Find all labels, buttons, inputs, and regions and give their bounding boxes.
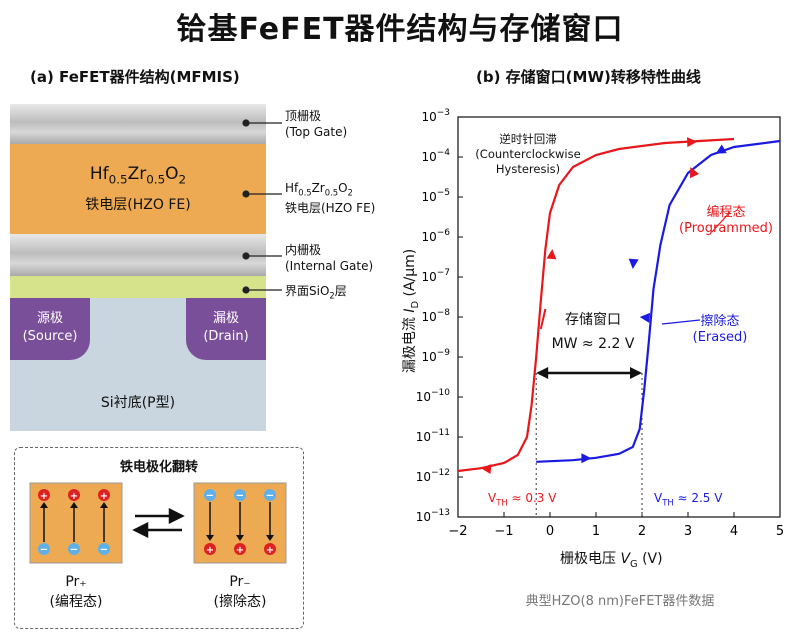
x-tick-label: 5 [776, 524, 784, 539]
erased-callout-line [661, 319, 701, 325]
mw-title: 存储窗口 [565, 312, 621, 328]
svg-text:+: + [266, 545, 274, 556]
fe-layer-label: 铁电层(HZO FE) [85, 197, 191, 213]
arrow-head [715, 144, 727, 154]
arrow-head [481, 464, 492, 475]
x-tick-label: 3 [684, 524, 692, 539]
pr-minus-caption: Pr₋ (擦除态) [213, 574, 267, 610]
top-gate-layer [10, 104, 266, 144]
si-substrate: Si衬底(P型) [10, 298, 266, 431]
sio2-layer [10, 276, 266, 298]
programmed-curve [457, 137, 735, 473]
erased-callout-arrow [639, 312, 651, 323]
source-label: 源极 [36, 311, 63, 326]
top-gate-callout: 顶栅极(Top Gate) [285, 109, 348, 139]
hysteresis-note: 逆时针回滞 (Counterclockwise Hysteresis) [475, 132, 581, 176]
fe-layer: Hf0.5Zr0.5O2 铁电层(HZO FE) [10, 144, 266, 234]
programmed-arrow-left [481, 464, 492, 475]
svg-text:−: − [40, 545, 48, 556]
svg-text:−: − [206, 491, 214, 502]
vth-erased-label: VTH ≈ 2.5 V [654, 491, 723, 508]
y-tick-label: 10−4 [421, 148, 450, 164]
polarization-box [14, 447, 304, 629]
y-tick-label: 10−8 [421, 308, 450, 324]
arrow-head [689, 167, 700, 179]
y-tick-label: 10−7 [421, 268, 450, 284]
mw-value: MW ≈ 2.2 V [551, 336, 635, 352]
arrow-head [639, 312, 651, 323]
svg-text:+: + [206, 545, 214, 556]
source-region: 源极 (Source) [10, 298, 90, 360]
programmed-callout-arrow [689, 167, 700, 179]
x-tick-label: 4 [730, 524, 738, 539]
programmed-label: 编程态 (Programmed) [679, 205, 773, 236]
y-tick-label: 10−6 [421, 228, 450, 244]
x-tick-label: −1 [494, 524, 513, 539]
programmed-arrow-right [687, 137, 698, 148]
switch-arrows-icon [132, 507, 185, 539]
mw-arrow-left [536, 367, 549, 379]
source-label-en: (Source) [22, 329, 78, 344]
y-tick-label: 10−5 [421, 188, 450, 204]
panel-b-title: (b) 存储窗口(MW)转移特性曲线 [476, 68, 701, 86]
erased-arrow-top [715, 144, 727, 154]
pr-minus-dipoles: − + − + − + [204, 489, 276, 556]
x-tick-label: 1 [592, 524, 600, 539]
pr-plus-dipoles: + − + − + − [38, 489, 110, 556]
erased-arrow-down [628, 258, 639, 269]
svg-text:−: − [70, 545, 78, 556]
y-tick-label: 10−3 [421, 108, 450, 124]
arrow-head [628, 258, 639, 269]
arrow-head [687, 137, 698, 148]
arrow-head [581, 453, 592, 464]
fe-formula: Hf0.5Zr0.5O2 [89, 164, 187, 187]
y-tick-label: 10−13 [416, 508, 450, 524]
erased-curve [536, 139, 781, 463]
vth-programmed-label: VTH ≈ 0.3 V [488, 491, 557, 508]
svg-text:−: − [100, 545, 108, 556]
fe-callout: Hf0.5Zr0.5O2 铁电层(HZO FE) [285, 181, 376, 216]
svg-text:−: − [266, 491, 274, 502]
svg-text:+: + [70, 491, 78, 502]
svg-text:−: − [236, 491, 244, 502]
drain-label-en: (Drain) [203, 329, 249, 344]
programmed-arrow-up [546, 249, 557, 260]
x-tick-label: −2 [448, 524, 467, 539]
arrow-head [546, 249, 557, 260]
chart-caption: 典型HZO(8 nm)FeFET器件数据 [525, 594, 715, 609]
y-tick-label: 10−12 [416, 468, 450, 484]
substrate-label: Si衬底(P型) [100, 395, 176, 411]
x-axis-label: 栅极电压 VG (V) [560, 551, 663, 570]
svg-text:+: + [40, 491, 48, 502]
y-tick-label: 10−9 [421, 348, 450, 364]
mw-arrow-right [630, 367, 642, 379]
panel-a-title: (a) FeFET器件结构(MFMIS) [30, 68, 240, 86]
y-axis-label: 漏极电流 ID (A/μm) [402, 248, 421, 374]
drain-region: 漏极 (Drain) [186, 298, 266, 360]
x-tick-label: 0 [546, 524, 554, 539]
internal-gate-callout: 内栅极(Internal Gate) [285, 243, 374, 273]
erased-label: 擦除态 (Erased) [692, 314, 748, 345]
programmed-callout-line [711, 211, 731, 233]
drain-label: 漏极 [212, 311, 239, 326]
polarization-title: 铁电极化翻转 [119, 460, 198, 475]
erased-arrow-right [581, 453, 592, 464]
svg-text:+: + [236, 545, 244, 556]
sio2-callout: 界面SiO2层 [285, 284, 347, 301]
programmed-tick-mark [539, 308, 547, 330]
page-title: 铪基FeFET器件结构与存储窗口 [176, 12, 624, 47]
internal-gate-layer [10, 234, 266, 276]
y-tick-label: 10−11 [416, 428, 450, 444]
svg-text:+: + [100, 491, 108, 502]
pr-plus-caption: Pr₊ (编程态) [49, 574, 103, 610]
x-tick-label: 2 [638, 524, 646, 539]
